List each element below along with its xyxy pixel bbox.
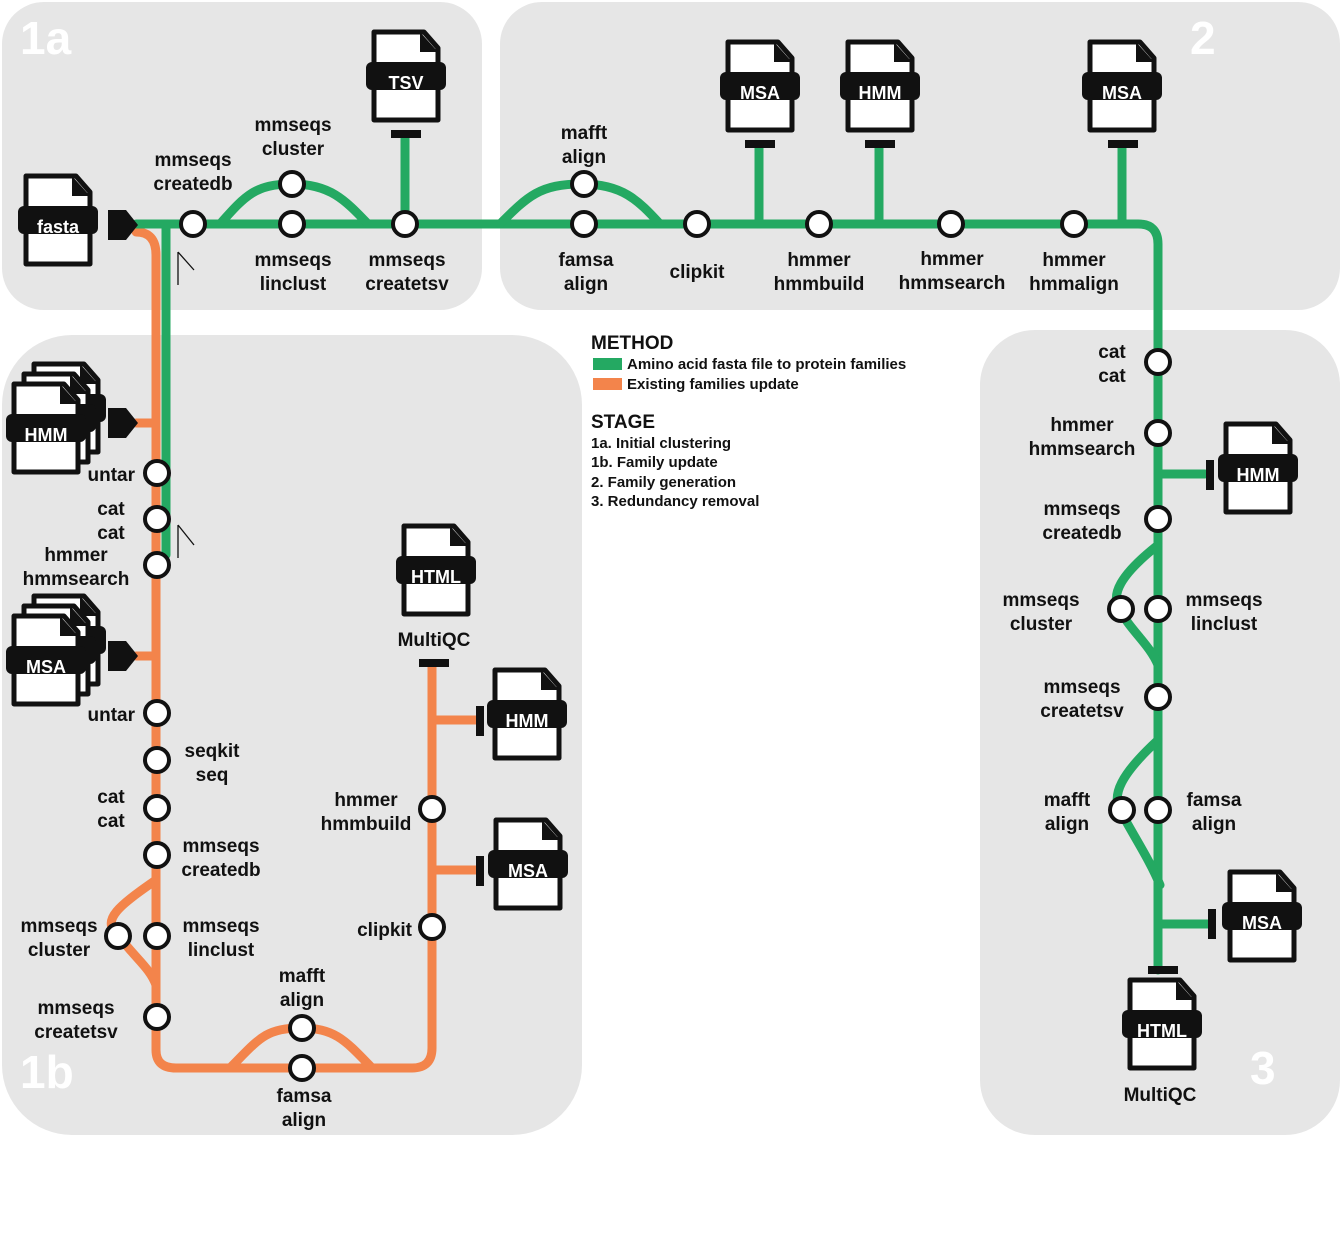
svg-text:MSA: MSA (1102, 83, 1142, 103)
tick-mark (177, 251, 195, 285)
svg-text:HMM: HMM (25, 425, 68, 445)
multiqc-label: MultiQC (398, 630, 471, 651)
legend-method-title: METHOD (591, 333, 673, 354)
svg-text:HMM: HMM (1237, 465, 1280, 485)
svg-text:HTML: HTML (1137, 1021, 1187, 1041)
legend-orange-swatch (593, 378, 622, 390)
stations (104, 170, 1172, 1082)
svg-text:MSA: MSA (740, 83, 780, 103)
html-report-icon: HTML (1122, 980, 1202, 1068)
fasta-file-icon: fasta (18, 176, 98, 264)
legend-stage-item: 3. Redundancy removal (591, 493, 759, 510)
legend-stage-title: STAGE (591, 412, 655, 433)
svg-text:HMM: HMM (859, 83, 902, 103)
legend-green-swatch (593, 358, 622, 370)
stage-3-number: 3 (1250, 1042, 1276, 1094)
input-arrows (108, 210, 138, 671)
msa-file-icon: MSA (488, 820, 568, 908)
hmm-file-icon: HMM (487, 670, 567, 758)
step-untar: untar (88, 465, 136, 486)
legend-orange-label: Existing families update (627, 376, 799, 393)
tsv-file-icon: TSV (366, 32, 446, 120)
svg-text:fasta: fasta (37, 217, 80, 237)
legend-stage-item: 1a. Initial clustering (591, 435, 731, 452)
msa-file-icon: MSA (720, 42, 800, 130)
stage-1a-number: 1a (20, 12, 72, 64)
orange-route (106, 227, 483, 1073)
stage-2-number: 2 (1190, 12, 1216, 64)
svg-text:HMM: HMM (506, 711, 549, 731)
html-report-icon: HTML (396, 526, 476, 614)
legend-stage-item: 1b. Family update (591, 454, 718, 471)
svg-text:MSA: MSA (26, 657, 66, 677)
legend: METHOD Amino acid fasta file to protein … (591, 333, 906, 510)
step-clipkit: clipkit (357, 920, 413, 941)
legend-green-label: Amino acid fasta file to protein familie… (627, 356, 906, 373)
connector-bars (391, 130, 1216, 974)
step-untar: untar (88, 705, 136, 726)
tick-mark (177, 524, 195, 558)
msa-file-icon: MSA (1222, 872, 1302, 960)
stage-1b-number: 1b (20, 1046, 74, 1098)
svg-text:HTML: HTML (411, 567, 461, 587)
step-clipkit: clipkit (670, 262, 726, 283)
svg-text:MSA: MSA (1242, 913, 1282, 933)
svg-text:MSA: MSA (508, 861, 548, 881)
multiqc-label: MultiQC (1124, 1085, 1197, 1106)
legend-stage-item: 2. Family generation (591, 474, 736, 491)
svg-text:TSV: TSV (388, 73, 423, 93)
hmm-file-stack-icon: HMM (6, 364, 106, 472)
msa-file-icon: MSA (1082, 42, 1162, 130)
hmm-file-icon: HMM (1218, 424, 1298, 512)
msa-file-stack-icon: MSA (6, 596, 106, 704)
hmm-file-icon: HMM (840, 42, 920, 130)
